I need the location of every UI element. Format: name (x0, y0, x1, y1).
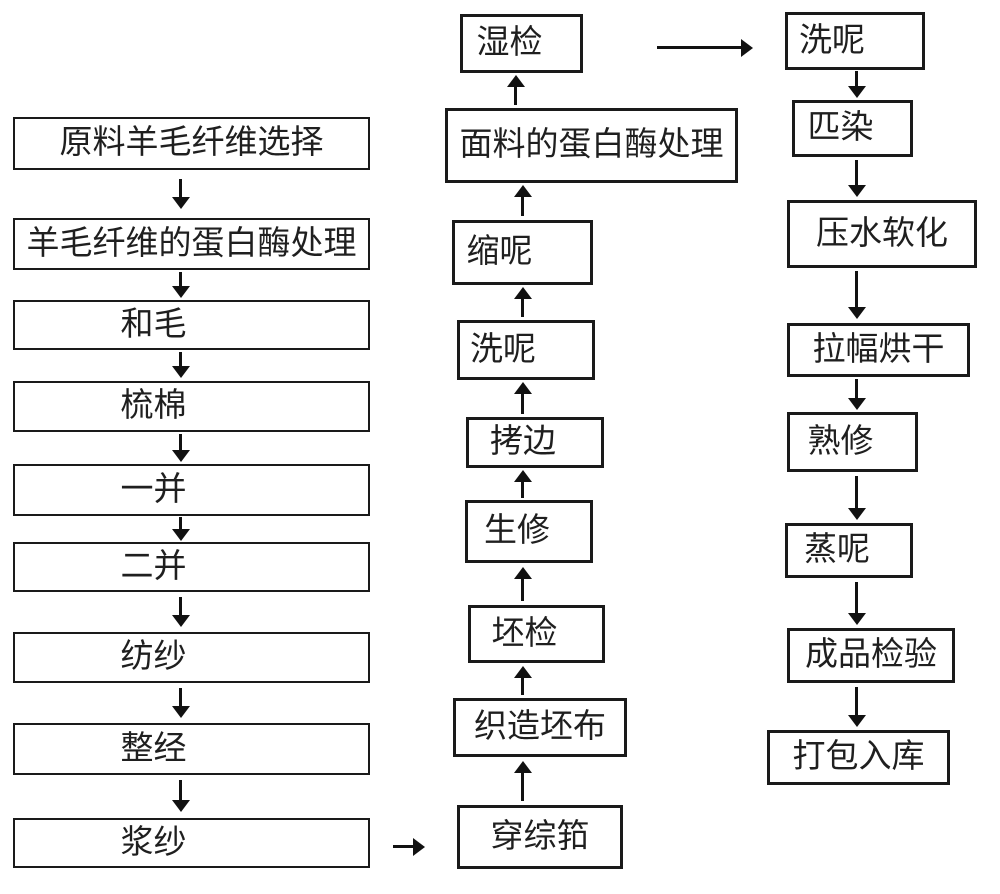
flow-box-left-6: 二并 (13, 542, 370, 592)
flow-box-label: 织造坯布 (474, 709, 606, 745)
flow-box-label: 拷边 (490, 424, 556, 460)
flow-box-label: 成品检验 (805, 637, 937, 673)
flow-box-label: 打包入库 (792, 739, 925, 775)
arrow-right-icon (657, 39, 753, 57)
arrow-up-icon (514, 382, 532, 414)
flow-box-left-4: 梳棉 (13, 381, 370, 432)
flow-box-label: 和毛 (120, 306, 187, 343)
flow-box-label: 原料羊毛纤维选择 (59, 125, 324, 161)
flow-box-middle-2: 面料的蛋白酶处理 (445, 108, 738, 183)
flow-box-right-5: 熟修 (787, 412, 918, 472)
arrow-up-icon (514, 666, 532, 695)
arrow-down-icon (172, 597, 190, 627)
flow-box-label: 拉幅烘干 (812, 331, 945, 368)
flow-box-label: 梳棉 (120, 388, 187, 424)
flow-box-left-8: 整经 (13, 723, 370, 775)
arrow-up-icon (514, 567, 532, 601)
flow-box-label: 熟修 (807, 423, 874, 460)
flow-box-label: 穿综筘 (490, 818, 590, 855)
flow-box-right-6: 蒸呢 (785, 523, 913, 578)
flow-box-label: 纺纱 (120, 639, 187, 675)
arrow-down-icon (172, 272, 190, 298)
flow-box-label: 整经 (120, 730, 187, 767)
arrow-down-icon (172, 780, 190, 812)
flow-box-right-8: 打包入库 (767, 730, 950, 785)
arrow-right-icon (393, 838, 425, 856)
arrow-down-icon (848, 687, 866, 727)
flow-box-right-1: 洗呢 (785, 12, 925, 70)
flow-box-label: 压水软化 (816, 215, 948, 252)
flow-box-label: 面料的蛋白酶处理 (459, 127, 724, 163)
flow-box-label: 洗呢 (470, 331, 536, 368)
flow-box-left-3: 和毛 (13, 300, 370, 350)
flow-box-right-4: 拉幅烘干 (787, 323, 970, 377)
arrow-down-icon (172, 352, 190, 378)
flow-box-label: 浆纱 (120, 824, 187, 861)
flow-box-right-7: 成品检验 (787, 628, 955, 683)
flow-box-middle-4: 洗呢 (457, 320, 595, 380)
flow-box-label: 湿检 (476, 25, 543, 61)
arrow-up-icon (514, 761, 532, 801)
arrow-down-icon (172, 688, 190, 718)
arrow-up-icon (507, 75, 525, 105)
arrow-down-icon (172, 179, 190, 209)
arrow-up-icon (514, 287, 532, 317)
flow-box-label: 羊毛纤维的蛋白酶处理 (26, 225, 357, 262)
flow-box-label: 二并 (120, 548, 187, 585)
flow-box-label: 洗呢 (799, 22, 865, 59)
flow-box-label: 一并 (120, 471, 187, 508)
arrow-down-icon (848, 379, 866, 410)
arrow-down-icon (848, 160, 866, 197)
flow-box-middle-5: 拷边 (466, 417, 604, 468)
arrow-down-icon (172, 517, 190, 541)
flow-box-middle-3: 缩呢 (452, 220, 593, 285)
arrow-down-icon (848, 582, 866, 625)
arrow-down-icon (172, 434, 190, 462)
arrow-up-icon (514, 470, 532, 498)
flow-box-left-7: 纺纱 (13, 632, 370, 683)
flow-box-label: 坯检 (491, 615, 558, 652)
arrow-down-icon (848, 271, 866, 319)
flow-box-label: 蒸呢 (804, 532, 870, 568)
flow-box-left-2: 羊毛纤维的蛋白酶处理 (13, 218, 370, 270)
arrow-up-icon (514, 185, 532, 216)
flow-box-middle-9: 穿综筘 (457, 805, 623, 869)
flow-box-middle-8: 织造坯布 (453, 698, 627, 757)
flow-box-label: 匹染 (807, 110, 874, 146)
flow-box-middle-7: 坯检 (468, 605, 605, 663)
arrow-down-icon (848, 476, 866, 520)
flow-box-left-9: 浆纱 (13, 818, 370, 868)
flow-box-label: 缩呢 (466, 234, 533, 270)
flow-box-label: 生修 (484, 513, 550, 549)
arrow-down-icon (848, 71, 866, 98)
flow-box-middle-1: 湿检 (460, 14, 583, 73)
flow-box-right-2: 匹染 (792, 100, 913, 157)
flow-box-left-1: 原料羊毛纤维选择 (13, 117, 370, 170)
flow-box-middle-6: 生修 (465, 500, 593, 563)
flow-box-left-5: 一并 (13, 464, 370, 516)
flow-box-right-3: 压水软化 (787, 200, 977, 268)
